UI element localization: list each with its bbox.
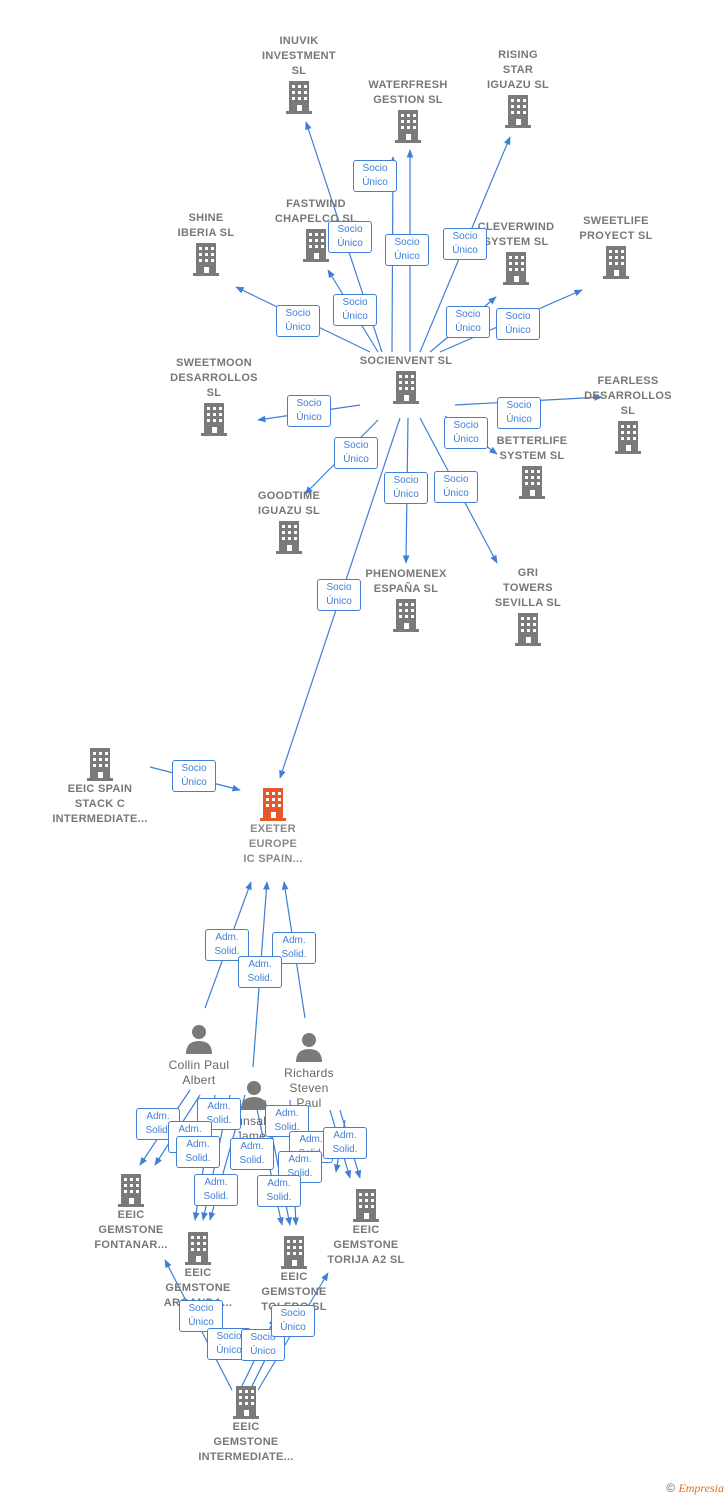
company-label: EEIC SPAIN STACK C INTERMEDIATE... <box>52 783 148 825</box>
socio-unico-tag[interactable]: Socio Único <box>434 471 478 503</box>
adm-solid-tag[interactable]: Adm. Solid. <box>238 956 282 988</box>
socio-unico-tag[interactable]: Socio Único <box>172 760 216 792</box>
company-eeic-gemstone-toledo[interactable]: EEIC GEMSTONE TOLEDO SL <box>229 1234 359 1315</box>
adm-solid-tag[interactable]: Adm. Solid. <box>230 1138 274 1170</box>
adm-solid-tag[interactable]: Adm. Solid. <box>205 929 249 961</box>
socio-unico-tag[interactable]: Socio Único <box>179 1300 223 1332</box>
company-exeter-europe-focus[interactable]: EXETER EUROPE IC SPAIN... <box>208 786 338 867</box>
building-icon <box>519 466 545 499</box>
building-icon <box>185 1232 211 1265</box>
company-gri-towers-sevilla[interactable]: GRI TOWERS SEVILLA SL <box>463 566 593 647</box>
company-eeic-gemstone-torija[interactable]: EEIC GEMSTONE TORIJA A2 SL <box>301 1187 431 1268</box>
company-shine-iberia[interactable]: SHINE IBERIA SL <box>141 211 271 277</box>
socio-unico-tag[interactable]: Socio Único <box>334 437 378 469</box>
building-icon <box>201 403 227 436</box>
socio-unico-tag[interactable]: Socio Único <box>385 234 429 266</box>
socio-unico-tag[interactable]: Socio Único <box>497 397 541 429</box>
building-icon <box>615 421 641 454</box>
company-label: WATERFRESH GESTION SL <box>368 79 448 106</box>
building-icon <box>260 788 286 821</box>
company-waterfresh-gestion[interactable]: WATERFRESH GESTION SL <box>343 78 473 144</box>
building-icon <box>393 599 419 632</box>
company-label: EEIC GEMSTONE TORIJA A2 SL <box>327 1224 405 1266</box>
company-eeic-spain-stack-c[interactable]: EEIC SPAIN STACK C INTERMEDIATE... <box>35 746 165 827</box>
adm-solid-tag[interactable]: Adm. Solid. <box>197 1098 241 1130</box>
building-icon <box>393 371 419 404</box>
company-label: SOCIENVENT SL <box>359 355 453 367</box>
company-label: EEIC GEMSTONE INTERMEDIATE... <box>198 1421 294 1463</box>
person-icon <box>296 1033 322 1062</box>
company-rising-star-iguazu[interactable]: RISING STAR IGUAZU SL <box>453 48 583 129</box>
socio-unico-tag[interactable]: Socio Único <box>443 228 487 260</box>
company-goodtime-iguazu[interactable]: GOODTIME IGUAZU SL <box>224 489 354 555</box>
building-icon <box>286 81 312 114</box>
socio-unico-tag[interactable]: Socio Único <box>384 472 428 504</box>
adm-solid-tag[interactable]: Adm. Solid. <box>194 1174 238 1206</box>
company-inuvik-investment[interactable]: INUVIK INVESTMENT SL <box>234 34 364 115</box>
socio-unico-tag[interactable]: Socio Único <box>333 294 377 326</box>
person-icon <box>241 1081 267 1110</box>
company-label: RISING STAR IGUAZU SL <box>487 49 549 91</box>
company-label: CLEVERWIND SYSTEM SL <box>477 221 555 248</box>
company-label: INUVIK INVESTMENT SL <box>262 35 336 77</box>
company-label: SWEETMOON DESARROLLOS SL <box>170 357 258 399</box>
socio-unico-tag[interactable]: Socio Único <box>353 160 397 192</box>
building-icon <box>276 521 302 554</box>
adm-solid-tag[interactable]: Adm. Solid. <box>176 1136 220 1168</box>
company-label: BETTERLIFE SYSTEM SL <box>496 435 568 462</box>
company-label: GRI TOWERS SEVILLA SL <box>494 567 562 609</box>
person-label: Collin Paul Albert <box>168 1058 230 1087</box>
adm-solid-tag[interactable]: Adm. Solid. <box>257 1175 301 1207</box>
company-fastwind-chapelco[interactable]: FASTWIND CHAPELCO SL <box>251 197 381 263</box>
building-icon <box>505 95 531 128</box>
company-fearless-desarrollos[interactable]: FEARLESS DESARROLLOS SL <box>563 374 693 455</box>
company-eeic-gemstone-fontanar[interactable]: EEIC GEMSTONE FONTANAR... <box>66 1172 196 1253</box>
building-icon <box>193 243 219 276</box>
company-label: GOODTIME IGUAZU SL <box>257 490 321 517</box>
building-icon <box>118 1174 144 1207</box>
socio-unico-tag[interactable]: Socio Único <box>446 306 490 338</box>
company-phenomenex-espana[interactable]: PHENOMENEX ESPAÑA SL <box>341 567 471 633</box>
building-icon <box>353 1189 379 1222</box>
building-icon <box>515 613 541 646</box>
building-icon <box>87 748 113 781</box>
building-icon <box>603 246 629 279</box>
socio-unico-tag[interactable]: Socio Único <box>317 579 361 611</box>
company-label: PHENOMENEX ESPAÑA SL <box>365 568 447 595</box>
socio-unico-tag[interactable]: Socio Único <box>444 417 488 449</box>
company-label: FEARLESS DESARROLLOS SL <box>584 375 672 417</box>
building-icon <box>303 229 329 262</box>
building-icon <box>503 252 529 285</box>
socio-unico-tag[interactable]: Socio Único <box>271 1305 315 1337</box>
socio-unico-tag[interactable]: Socio Único <box>496 308 540 340</box>
company-socienvent[interactable]: SOCIENVENT SL <box>341 354 471 405</box>
company-label: EEIC GEMSTONE FONTANAR... <box>94 1209 168 1251</box>
building-icon <box>281 1236 307 1269</box>
person-icon <box>186 1025 212 1054</box>
company-eeic-gemstone-intermediate[interactable]: EEIC GEMSTONE INTERMEDIATE... <box>181 1384 311 1465</box>
company-sweetlife-proyect[interactable]: SWEETLIFE PROYECT SL <box>551 214 681 280</box>
socio-unico-tag[interactable]: Socio Único <box>328 221 372 253</box>
company-label: EEIC GEMSTONE TOLEDO SL <box>261 1271 327 1313</box>
building-icon <box>395 110 421 143</box>
company-cleverwind-system[interactable]: CLEVERWIND SYSTEM SL <box>451 220 581 286</box>
copyright-symbol: © <box>666 1481 676 1495</box>
person-collin-paul-albert[interactable]: Collin Paul Albert <box>134 1022 264 1088</box>
socio-unico-tag[interactable]: Socio Único <box>287 395 331 427</box>
company-sweetmoon-desarrollos[interactable]: SWEETMOON DESARROLLOS SL <box>149 356 279 437</box>
company-label: SWEETLIFE PROYECT SL <box>579 215 653 242</box>
brand-name: Empresia <box>678 1481 724 1495</box>
building-icon <box>233 1386 259 1419</box>
socio-unico-tag[interactable]: Socio Único <box>276 305 320 337</box>
company-label: EXETER EUROPE IC SPAIN... <box>243 823 303 865</box>
footer-brand[interactable]: © Empresia <box>666 1481 724 1496</box>
adm-solid-tag[interactable]: Adm. Solid. <box>323 1127 367 1159</box>
company-betterlife-system[interactable]: BETTERLIFE SYSTEM SL <box>467 434 597 500</box>
company-label: SHINE IBERIA SL <box>177 212 235 239</box>
